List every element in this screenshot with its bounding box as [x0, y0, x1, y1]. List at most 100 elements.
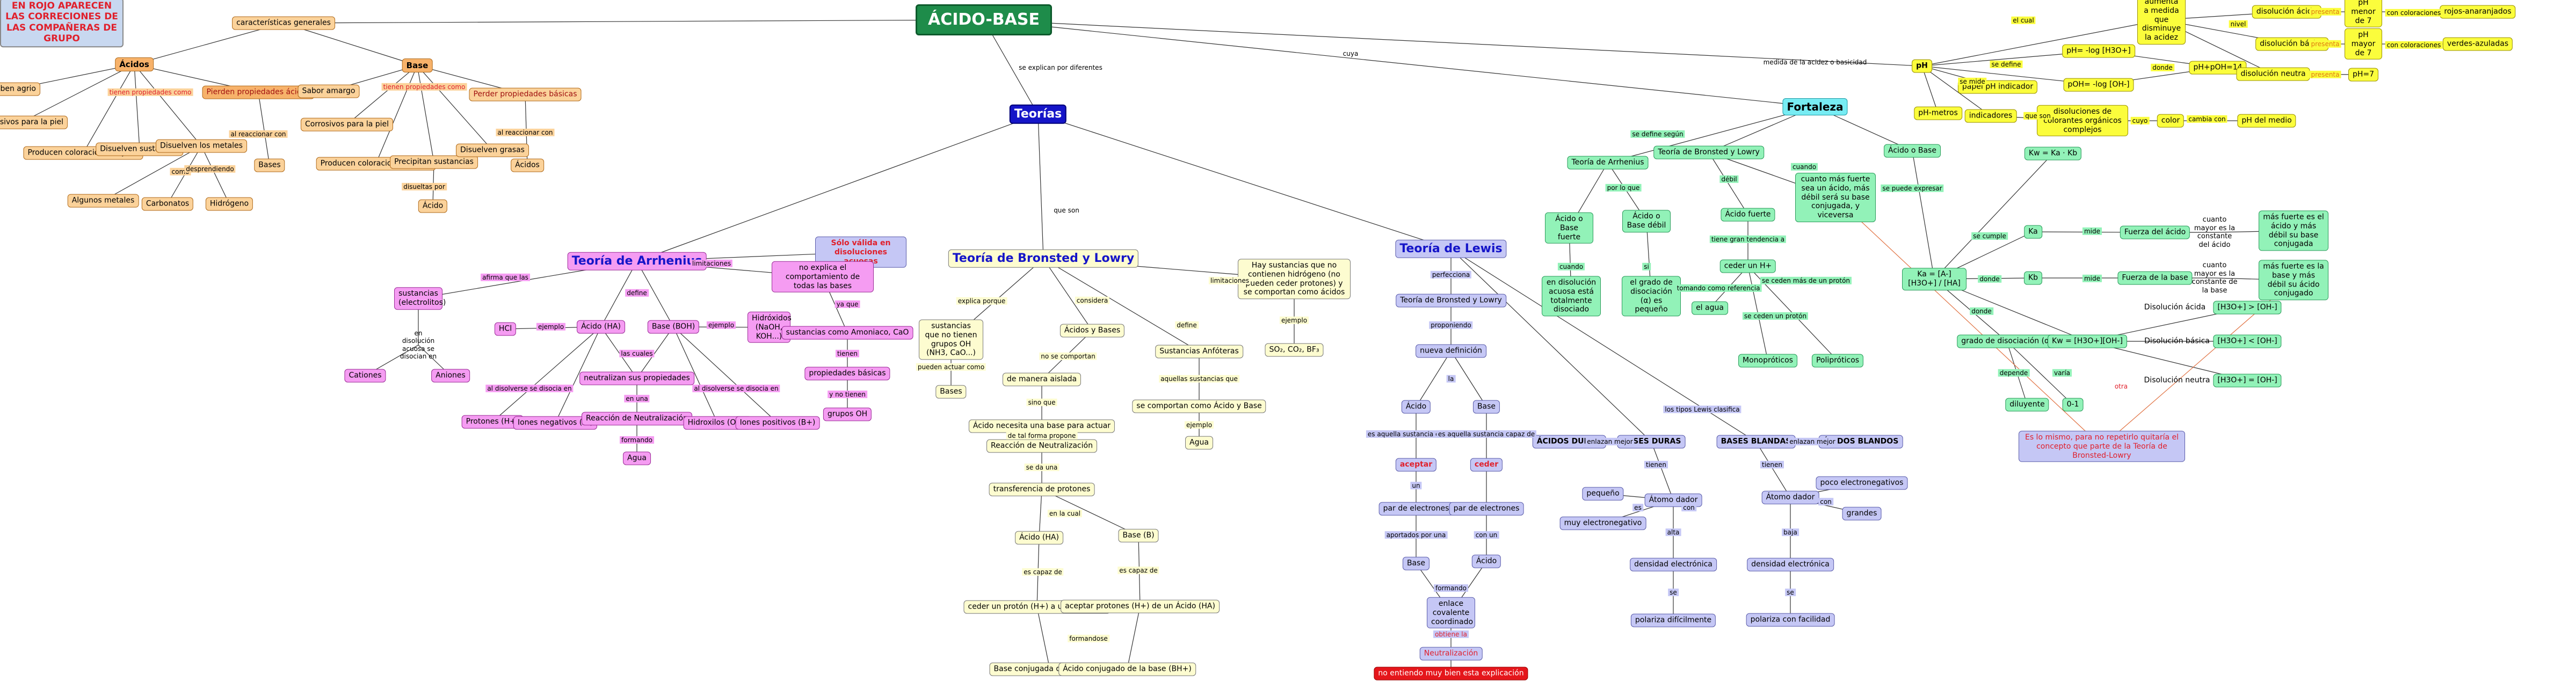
acido-base-debil-node[interactable]: Ácido o Base débil: [1622, 210, 1671, 232]
fuerza-base-node[interactable]: Fuerza de la base: [2117, 271, 2193, 285]
h3o-equal-node[interactable]: [H3O+] = [OH-]: [2213, 374, 2282, 387]
ph-mayor-7-node[interactable]: pH mayor de 7: [2345, 28, 2382, 60]
teoria-arrhenius-2-node[interactable]: Teoría de Arrhenius: [1567, 156, 1649, 170]
cuanto-mas-fuerte-node[interactable]: cuanto más fuerte sea un ácido, más débi…: [1795, 173, 1876, 222]
no-entiendo-node[interactable]: no entiendo muy bien esta explicación: [1374, 667, 1528, 680]
monoproticos-node[interactable]: Monopróticos: [1738, 354, 1797, 368]
se-comportan-node[interactable]: se comportan como Ácido y Base: [1132, 399, 1266, 413]
poco-electronegativos-node[interactable]: poco electronegativos: [1816, 476, 1908, 490]
kw-equation-node[interactable]: Kw = [H3O+][OH-]: [2048, 334, 2127, 348]
sabor-amargo-node[interactable]: Sabor amargo: [297, 84, 360, 98]
rojos-anaranjados-node[interactable]: rojos-anaranjados: [2440, 5, 2516, 19]
aceptar-node[interactable]: aceptar: [1395, 458, 1437, 472]
h3o-less-node[interactable]: [H3O+] < [OH-]: [2213, 334, 2282, 348]
muy-electronegativo-node[interactable]: muy electronegativo: [1559, 516, 1646, 530]
caracteristicas-node[interactable]: características generales: [232, 16, 335, 30]
poliproticos-node[interactable]: Polipróticos: [1811, 354, 1864, 368]
sustancias-amoniaco-node[interactable]: sustancias como Amoniaco, CaO: [781, 326, 913, 340]
mas-fuerte-base-node[interactable]: más fuerte es la base y más débil su áci…: [2259, 260, 2328, 301]
ph-medio-node[interactable]: pH del medio: [2237, 114, 2296, 128]
base-node[interactable]: Base: [402, 58, 433, 72]
ph-node[interactable]: pH: [1912, 59, 1932, 73]
es-lo-mismo-node[interactable]: Es lo mismo, para no repetirlo quitaría …: [2019, 430, 2185, 463]
reaccion-neutralizacion-node[interactable]: Reacción de Neutralización: [986, 439, 1097, 453]
color-node[interactable]: color: [2157, 114, 2185, 128]
acido-ha-node[interactable]: Ácido (HA): [577, 320, 625, 334]
teoria-arrhenius-node[interactable]: Teoría de Arrhenius: [567, 252, 707, 271]
ph-log-node[interactable]: pH= -log [H3O+]: [2062, 44, 2135, 58]
bases-blandas-node[interactable]: BASES BLANDAS: [1716, 435, 1796, 449]
acidos-small-node[interactable]: Ácidos: [511, 158, 544, 172]
ka-small-node[interactable]: Ka: [2024, 225, 2042, 239]
bases-duras-node[interactable]: BASES DURAS: [1617, 435, 1686, 449]
diluyente-node[interactable]: diluyente: [2005, 398, 2049, 412]
disuelven-grasas-node[interactable]: Disuelven grasas: [456, 143, 529, 157]
disoluciones-colorantes-node[interactable]: disoluciones de colorantes orgánicos com…: [2037, 105, 2128, 137]
iones-positivos-node[interactable]: Iones positivos (B+): [735, 416, 820, 430]
ceder-node[interactable]: ceder: [1470, 458, 1503, 472]
grado-pequeno-node[interactable]: el grado de disociación (α) es pequeño: [1622, 276, 1681, 317]
nueva-definicion-node[interactable]: nueva definición: [1416, 344, 1486, 358]
teoria-bronsted-3-node[interactable]: Teoría de Bronsted y Lowry: [1653, 145, 1764, 159]
base-lewis-node[interactable]: Base: [1472, 400, 1500, 414]
teorias-node[interactable]: Teorías: [1009, 104, 1067, 125]
h3o-greater-node[interactable]: [H3O+] > [OH-]: [2213, 301, 2282, 314]
fuerza-acido-node[interactable]: Fuerza del ácido: [2120, 225, 2190, 239]
acido-base-fuerte-node[interactable]: Ácido o Base fuerte: [1545, 212, 1593, 244]
cationes-node[interactable]: Cationes: [344, 369, 386, 383]
teoria-bronsted-node[interactable]: Teoría de Bronsted y Lowry: [948, 249, 1139, 268]
agua-bronsted-node[interactable]: Agua: [1185, 436, 1213, 450]
bases-node[interactable]: Bases: [254, 158, 285, 172]
atomo-dador-2-node[interactable]: Átomo dador: [1761, 490, 1819, 504]
disolucion-acuosa-node[interactable]: en disolución acuosa está totalmente dis…: [1542, 276, 1601, 317]
grandes-node[interactable]: grandes: [1842, 507, 1882, 521]
poh-log-node[interactable]: pOH= -log [OH-]: [2063, 78, 2134, 92]
corrosivos-piel-2-node[interactable]: Corrosivos para la piel: [300, 118, 394, 131]
grupos-oh-node[interactable]: grupos OH: [823, 407, 872, 421]
densidad-electronica-2-node[interactable]: densidad electrónica: [1747, 558, 1834, 572]
acido-lewis-2-node[interactable]: Ácido: [1471, 554, 1501, 568]
base-b-2-node[interactable]: Base (B): [1118, 529, 1159, 543]
disuelven-metales-node[interactable]: Disuelven los metales: [156, 139, 247, 153]
pierden-acidas-node[interactable]: Pierden propiedades ácidas: [202, 85, 315, 99]
acido-ha-2-node[interactable]: Ácido (HA): [1015, 531, 1063, 545]
disolucion-neutra-node[interactable]: disolución neutra: [2236, 67, 2310, 81]
el-agua-node[interactable]: el agua: [1692, 301, 1728, 315]
mas-fuerte-acido-node[interactable]: más fuerte es el ácido y más débil su ba…: [2259, 210, 2328, 251]
kb-small-node[interactable]: Kb: [2023, 271, 2043, 285]
zero-one-node[interactable]: 0-1: [2062, 398, 2084, 412]
acido-o-base-node[interactable]: Ácido o Base: [1884, 144, 1941, 158]
bases-bronsted-node[interactable]: Bases: [935, 385, 967, 399]
neutralizan-node[interactable]: neutralizan sus propiedades: [579, 371, 694, 385]
ph-menor-7-node[interactable]: pH menor de 7: [2345, 0, 2382, 28]
polariza-facilidad-node[interactable]: polariza con facilidad: [1746, 613, 1835, 627]
no-explica-node[interactable]: no explica el comportamiento de todas la…: [772, 261, 874, 293]
manera-aislada-node[interactable]: de manera aislada: [1002, 372, 1082, 386]
aumenta-acidez-node[interactable]: aumenta a medida que disminuye la acidez: [2137, 0, 2186, 45]
par-electrones-1-node[interactable]: par de electrones: [1378, 502, 1454, 516]
precipitan-node[interactable]: Precipitan sustancias: [390, 155, 478, 169]
ph-metros-node[interactable]: pH-metros: [1914, 106, 1962, 120]
acidos-duros-node[interactable]: ÁCIDOS DUROS: [1532, 435, 1606, 449]
base-boh-node[interactable]: Base (BOH): [647, 320, 700, 334]
sustancias-anfoteras-node[interactable]: Sustancias Anfóteras: [1155, 345, 1243, 358]
neutralizacion-lewis-node[interactable]: Neutralización: [1419, 647, 1483, 661]
aceptar-protones-node[interactable]: aceptar protones (H+) de un Ácido (HA): [1061, 599, 1220, 613]
corrosivos-piel-node[interactable]: Corrosivos para la piel: [0, 115, 68, 129]
acidos-y-bases-node[interactable]: Ácidos y Bases: [1060, 324, 1125, 338]
indicadores-node[interactable]: indicadores: [1964, 109, 2017, 123]
hay-sustancias-node[interactable]: Hay sustancias que no contienen hidrógen…: [1238, 259, 1351, 299]
protones-node[interactable]: Protones (H+): [461, 415, 524, 429]
ka-expression-node[interactable]: Ka = [A-][H3O+] / [HA]: [1902, 268, 1967, 290]
propiedades-basicas-node[interactable]: propiedades básicas: [804, 367, 890, 380]
ph-7-node[interactable]: pH=7: [2348, 68, 2379, 82]
transferencia-protones-node[interactable]: transferencia de protones: [989, 482, 1095, 496]
teoria-bronsted-lewis-node[interactable]: Teoría de Bronsted y Lowry: [1396, 294, 1506, 307]
pequeno-node[interactable]: pequeño: [1582, 487, 1624, 501]
acidos-node[interactable]: Ácidos: [115, 57, 154, 71]
teoria-lewis-node[interactable]: Teoría de Lewis: [1395, 239, 1507, 259]
sustancias-electrolitos-node[interactable]: sustancias (electrolitos): [394, 287, 446, 310]
kw-product-node[interactable]: Kw = Ka · Kb: [2024, 147, 2082, 160]
acido-small-node[interactable]: Ácido: [418, 199, 448, 213]
algunos-metales-node[interactable]: Algunos metales: [67, 194, 139, 208]
